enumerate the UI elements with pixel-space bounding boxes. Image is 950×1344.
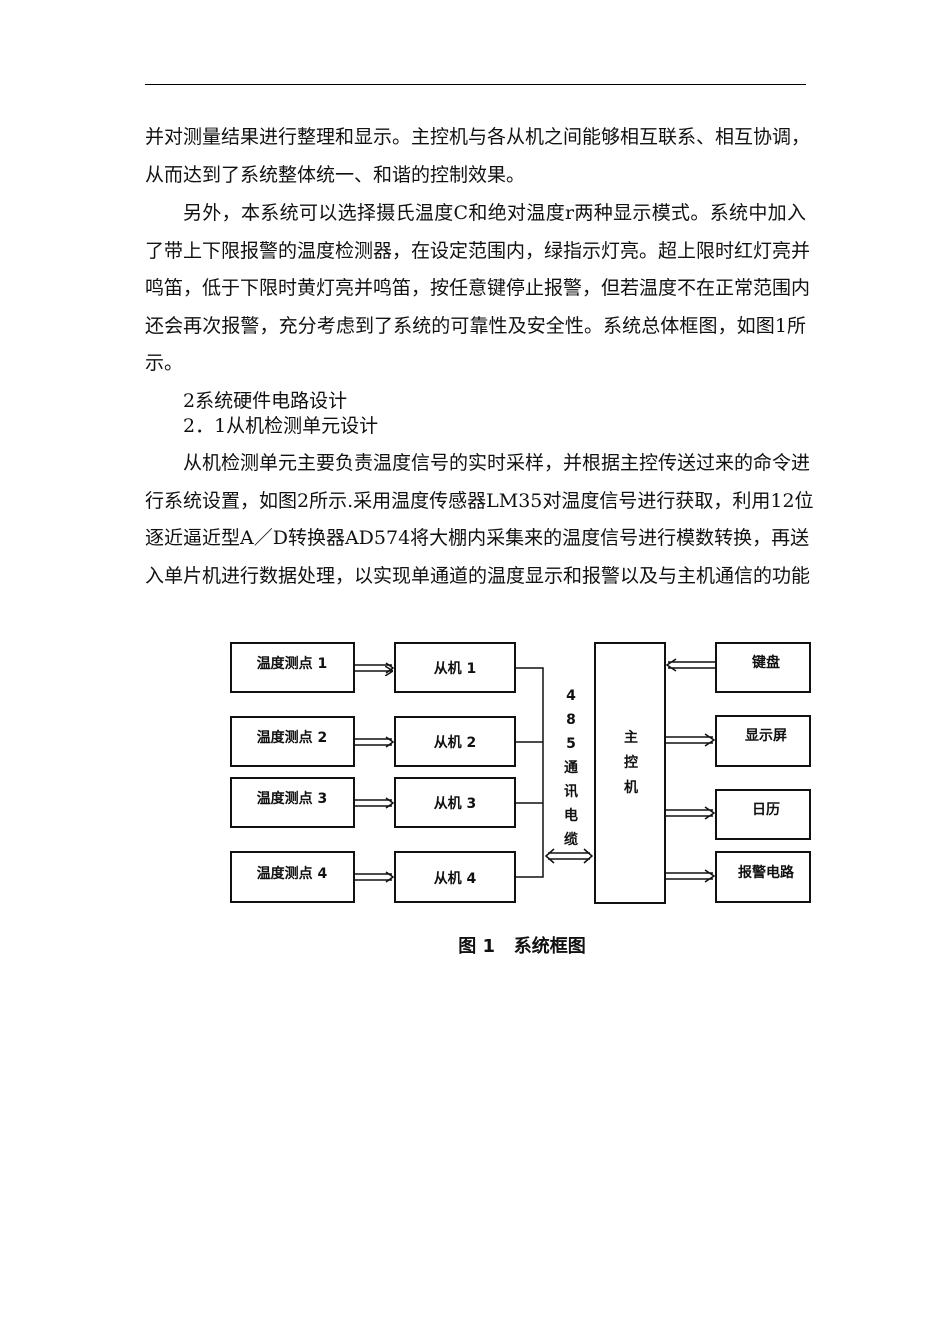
peripheral-box-display bbox=[715, 715, 811, 767]
sensor-label-3: 温度测点 3 bbox=[257, 790, 328, 807]
bus-master-arrow bbox=[544, 848, 594, 864]
peripheral-label-keyboard: 键盘 bbox=[751, 654, 780, 671]
peripheral-label-alarm: 报警电路 bbox=[738, 864, 795, 881]
sensor-box-3 bbox=[230, 777, 355, 828]
peripheral-box-calendar bbox=[715, 789, 811, 840]
bus-label-char: 8 bbox=[566, 712, 576, 728]
master-label-char: 主 bbox=[624, 729, 638, 746]
peripheral-box-alarm bbox=[715, 851, 811, 903]
text-line: 并对测量结果进行整理和显示。主控机与各从机之间能够相互联系、相互协调， bbox=[145, 126, 811, 148]
sensor-box-1 bbox=[230, 642, 355, 693]
bus-label-char: 通 bbox=[564, 760, 578, 776]
slave-label-1: 从机 1 bbox=[434, 660, 477, 677]
text-line: 从机检测单元主要负责温度信号的实时采样，并根据主控传送过来的命令进 bbox=[183, 452, 811, 474]
bus-label-char: 电 bbox=[564, 807, 578, 824]
section-heading: 2系统硬件电路设计 bbox=[183, 390, 348, 412]
bus-label-char: 5 bbox=[566, 736, 576, 752]
peripheral-label-calendar: 日历 bbox=[752, 802, 780, 818]
figure-caption: 图 1 系统框图 bbox=[458, 935, 586, 957]
slave-label-3: 从机 3 bbox=[434, 795, 477, 812]
calendar-arrow bbox=[665, 806, 716, 820]
master-box bbox=[594, 642, 666, 904]
display-arrow bbox=[665, 733, 716, 747]
sensor-label-4: 温度测点 4 bbox=[257, 865, 328, 882]
text-line: 入单片机进行数据处理，以实现单通道的温度显示和报警以及与主机通信的功能 bbox=[145, 565, 811, 587]
bus-label-char: 4 bbox=[566, 688, 576, 704]
text-line: 鸣笛，低于下限时黄灯亮并鸣笛，按任意键停止报警，但若温度不在正常范围内 bbox=[145, 277, 811, 299]
text-line: 另外，本系统可以选择摄氏温度C和绝对温度r两种显示模式。系统中加入 bbox=[183, 202, 806, 224]
text-line: 从而达到了系统整体统一、和谐的控制效果。 bbox=[145, 164, 526, 186]
sensor-label-2: 温度测点 2 bbox=[257, 729, 328, 746]
sensor-box-4 bbox=[230, 851, 355, 903]
sensor-box-2 bbox=[230, 716, 355, 767]
slave-label-4: 从机 4 bbox=[434, 870, 477, 887]
master-label-char: 机 bbox=[624, 779, 638, 796]
text-line: 逐近逼近型A／D转换器AD574将大棚内采集来的温度信号进行模数转换，再送 bbox=[145, 527, 810, 549]
text-line: 行系统设置，如图2所示.采用温度传感器LM35对温度信号进行获取，利用12位 bbox=[145, 490, 814, 512]
alarm-arrow bbox=[665, 869, 716, 883]
slave-label-2: 从机 2 bbox=[434, 734, 477, 751]
bus-label-char: 讯 bbox=[564, 784, 578, 800]
keyboard-arrow bbox=[665, 658, 716, 672]
master-label-char: 控 bbox=[624, 754, 638, 771]
bus-line bbox=[515, 667, 544, 878]
sensor-label-1: 温度测点 1 bbox=[257, 655, 328, 672]
text-line: 示。 bbox=[145, 352, 184, 374]
subsection-heading: 2．1从机检测单元设计 bbox=[183, 415, 379, 437]
text-line: 了带上下限报警的温度检测器，在设定范围内，绿指示灯亮。超上限时红灯亮并 bbox=[145, 240, 811, 262]
header-rule bbox=[145, 84, 806, 85]
sensor-slave-arrows bbox=[354, 662, 393, 883]
peripheral-label-display: 显示屏 bbox=[745, 728, 787, 744]
text-line: 还会再次报警，充分考虑到了系统的可靠性及安全性。系统总体框图，如图1所 bbox=[145, 315, 806, 337]
bus-label-char: 缆 bbox=[564, 831, 578, 848]
